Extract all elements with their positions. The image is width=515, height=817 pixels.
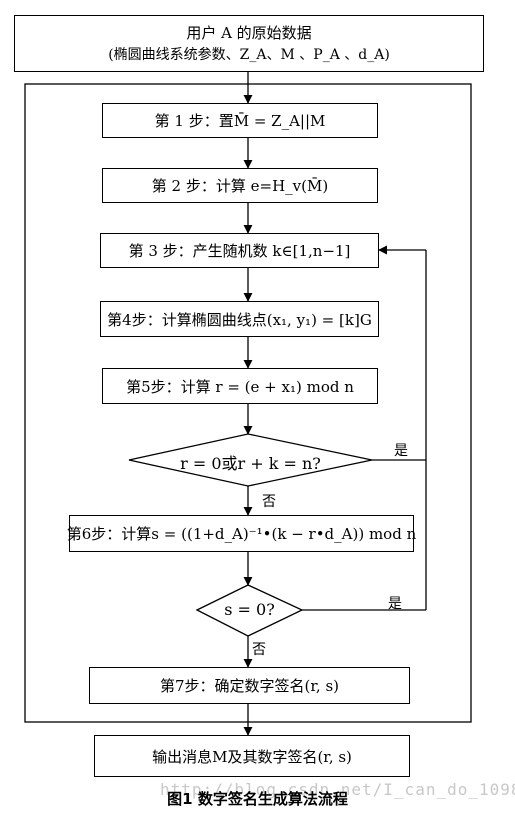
step-2-box: 第 2 步：计算 e=H_v(M̄) [102,168,378,203]
step-4-box: 第4步：计算椭圆曲线点(x₁, y₁) = [k]G [100,301,379,337]
step-3-box: 第 3 步：产生随机数 k∈[1,n−1] [100,233,379,268]
step-6-text: 第6步：计算s = ((1+d_A)⁻¹•(k − r•d_A)) mod n [66,525,417,543]
step-1-box: 第 1 步：置M̄ = Z_A||M [102,103,378,138]
input-data-title: 用户 A 的原始数据 [186,23,312,42]
decision-2-text: s = 0? [224,600,275,619]
step-6-box: 第6步：计算s = ((1+d_A)⁻¹•(k − r•d_A)) mod n [66,515,417,552]
input-data-params: (椭圆曲线系统参数、Z_A、M 、P_A 、d_A) [108,46,390,63]
step-5-text: 第5步：计算 r = (e + x₁) mod n [126,377,354,396]
output-box: 输出消息M及其数字签名(r, s) [94,735,410,777]
step-5-box: 第5步：计算 r = (e + x₁) mod n [102,368,378,404]
step-2-text: 第 2 步：计算 e=H_v(M̄) [151,177,329,195]
step-4-text: 第4步：计算椭圆曲线点(x₁, y₁) = [k]G [107,310,372,329]
step-3-text: 第 3 步：产生随机数 k∈[1,n−1] [128,242,351,260]
no-label-1: 否 [262,494,276,510]
decision-1-text: r = 0或r + k = n? [180,454,321,473]
step-7-box: 第7步：确定数字签名(r, s) [89,667,410,704]
step-7-text: 第7步：确定数字签名(r, s) [159,677,339,695]
figure-caption: 图1 数字签名生成算法流程 [167,790,348,808]
watermark: http://blog.csdn.net/I_can_do_1098 [160,780,515,799]
no-label-2: 否 [252,642,266,658]
input-data-box: 用户 A 的原始数据 (椭圆曲线系统参数、Z_A、M 、P_A 、d_A) [14,15,484,72]
yes-label-1: 是 [394,443,408,459]
step-1-text: 第 1 步：置M̄ = Z_A||M [154,112,326,130]
yes-label-2: 是 [388,596,402,612]
output-text: 输出消息M及其数字签名(r, s) [152,747,352,766]
